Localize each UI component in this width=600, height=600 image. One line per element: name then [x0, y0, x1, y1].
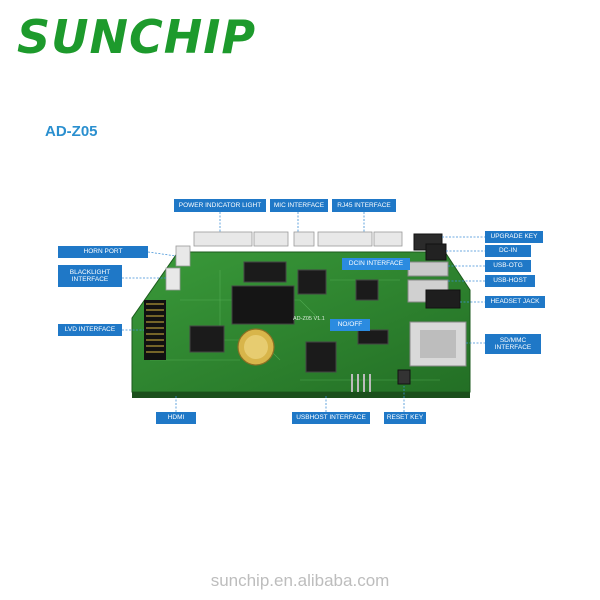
model-name: AD-Z05: [45, 123, 98, 140]
label-upgrade-key: UPGRADE KEY: [485, 231, 543, 243]
label-power-indicator-light: POWER INDICATOR LIGHT: [174, 199, 266, 212]
memory-chip-2: [297, 269, 327, 295]
leader-lines: [122, 212, 485, 412]
dc-in-jack: [425, 243, 447, 261]
soc-chip: [231, 285, 295, 325]
label-sd-mmc-interface: SD/MMC INTERFACE: [485, 334, 541, 354]
usb-otg-port: [407, 261, 449, 277]
sunchip-logo: SUNCHIP: [17, 10, 257, 64]
label-dcin-interface: DCIN INTERFACE: [342, 258, 410, 270]
label-usbhost-interface: USBHOST INTERFACE: [292, 412, 370, 424]
memory-chip-3: [189, 325, 225, 353]
label-mic-interface: MIC INTERFACE: [270, 199, 328, 212]
label-rj45-interface: RJ45 INTERFACE: [332, 199, 396, 212]
label-usb-otg: USB-OTG: [485, 260, 531, 272]
label-lvd-interface: LVD INTERFACE: [58, 324, 122, 336]
label-dc-in: DC-IN: [485, 245, 531, 257]
label-headset-jack: HEADSET JACK: [485, 296, 545, 308]
top-connectors: [193, 231, 403, 247]
backlight-connector: [165, 267, 181, 291]
label-usb-host: USB-HOST: [485, 275, 535, 287]
label-no-off: NO/OFF: [330, 319, 370, 331]
label-hdmi: HDMI: [156, 412, 196, 424]
label-horn-port: HORN PORT: [58, 246, 148, 258]
memory-chip-1: [243, 261, 287, 283]
horn-port-connector: [175, 245, 191, 267]
small-chip: [357, 329, 389, 345]
footer-url: sunchip.en.alibaba.com: [210, 571, 390, 590]
usbhost-header: [351, 374, 371, 392]
headset-jack: [425, 289, 461, 309]
memory-chip-4: [305, 341, 337, 373]
reset-key: [397, 369, 411, 385]
lvds-header: [144, 300, 166, 360]
small-chip: [355, 279, 379, 301]
label-backlight-interface: BLACKLIGHT INTERFACE: [58, 265, 122, 287]
board-silkscreen: AD-Z05 V1.1: [293, 316, 325, 322]
label-reset-key: RESET KEY: [384, 412, 426, 424]
